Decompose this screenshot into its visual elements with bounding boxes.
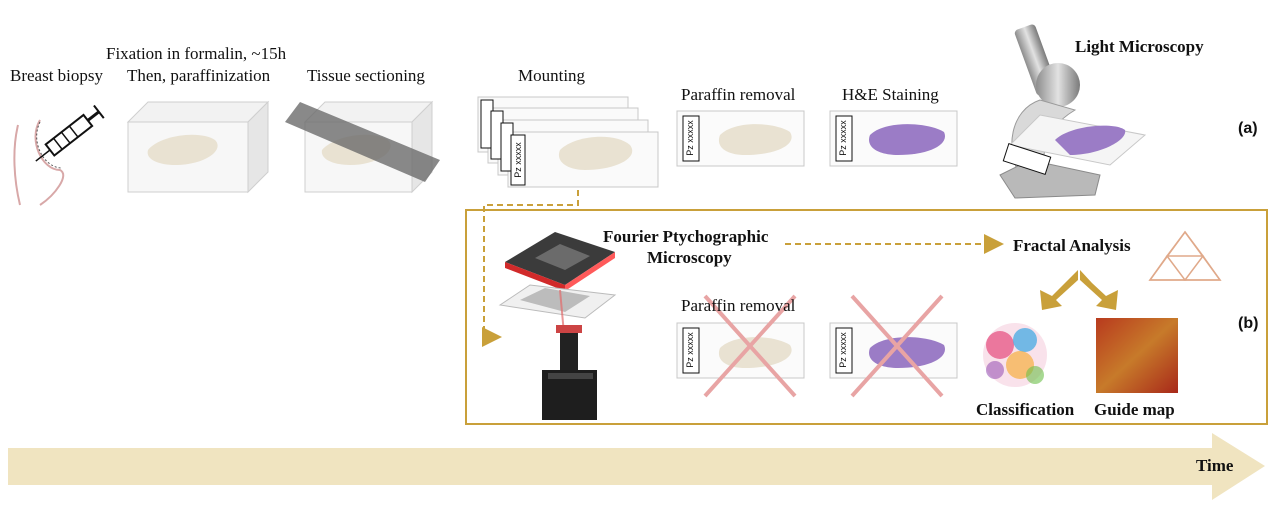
time-label: Time <box>1196 456 1234 475</box>
slide-label-mounting: Pz xxxxx <box>513 142 523 178</box>
he-staining-slide <box>829 110 958 167</box>
breast-biopsy-label: Breast biopsy <box>10 66 104 85</box>
paraffin-removal-label-b: Paraffin removal <box>681 296 796 315</box>
sierpinski-triangle-icon <box>1148 230 1222 281</box>
light-microscopy-label: Light Microscopy <box>1075 37 1204 56</box>
fixation-label: Fixation in formalin, ~15h <box>106 44 287 63</box>
light-microscope-icon <box>999 24 1147 199</box>
panel-a-label: (a) <box>1238 120 1258 137</box>
paraffin-removal-slide-a <box>676 110 805 167</box>
slide-label-b1: Pz xxxxx <box>685 332 695 368</box>
panel-b-frame <box>465 209 1268 425</box>
paraffinization-label: Then, paraffinization <box>127 66 271 85</box>
split-arrow-icon <box>1040 270 1118 310</box>
paraffin-block-icon <box>126 100 270 194</box>
fpm-label-line1: Fourier Ptychographic <box>603 227 769 246</box>
fractal-analysis-label: Fractal Analysis <box>1013 236 1131 255</box>
slide-label-b2: Pz xxxxx <box>838 332 848 368</box>
guide-map-image <box>1096 318 1178 393</box>
paraffin-removal-slide-b <box>676 294 805 398</box>
fpm-device-icon <box>498 232 617 420</box>
mounting-slides-icon <box>477 96 659 188</box>
fpm-label-line2: Microscopy <box>647 248 732 267</box>
tissue-sectioning-icon <box>285 100 440 194</box>
timeline-arrow <box>8 433 1265 500</box>
guide-map-label: Guide map <box>1094 400 1175 419</box>
slide-label-a1: Pz xxxxx <box>685 120 695 156</box>
paraffin-removal-label-a: Paraffin removal <box>681 85 796 104</box>
classification-scatter-icon <box>983 323 1047 387</box>
breast-biopsy-icon <box>13 104 105 206</box>
classification-label: Classification <box>976 400 1075 419</box>
panel-b-label: (b) <box>1238 315 1259 332</box>
mounting-label: Mounting <box>518 66 586 85</box>
tissue-sectioning-label: Tissue sectioning <box>307 66 425 85</box>
he-staining-slide-crossed <box>829 294 958 398</box>
slide-label-a2: Pz xxxxx <box>838 120 848 156</box>
he-staining-label: H&E Staining <box>842 85 939 104</box>
